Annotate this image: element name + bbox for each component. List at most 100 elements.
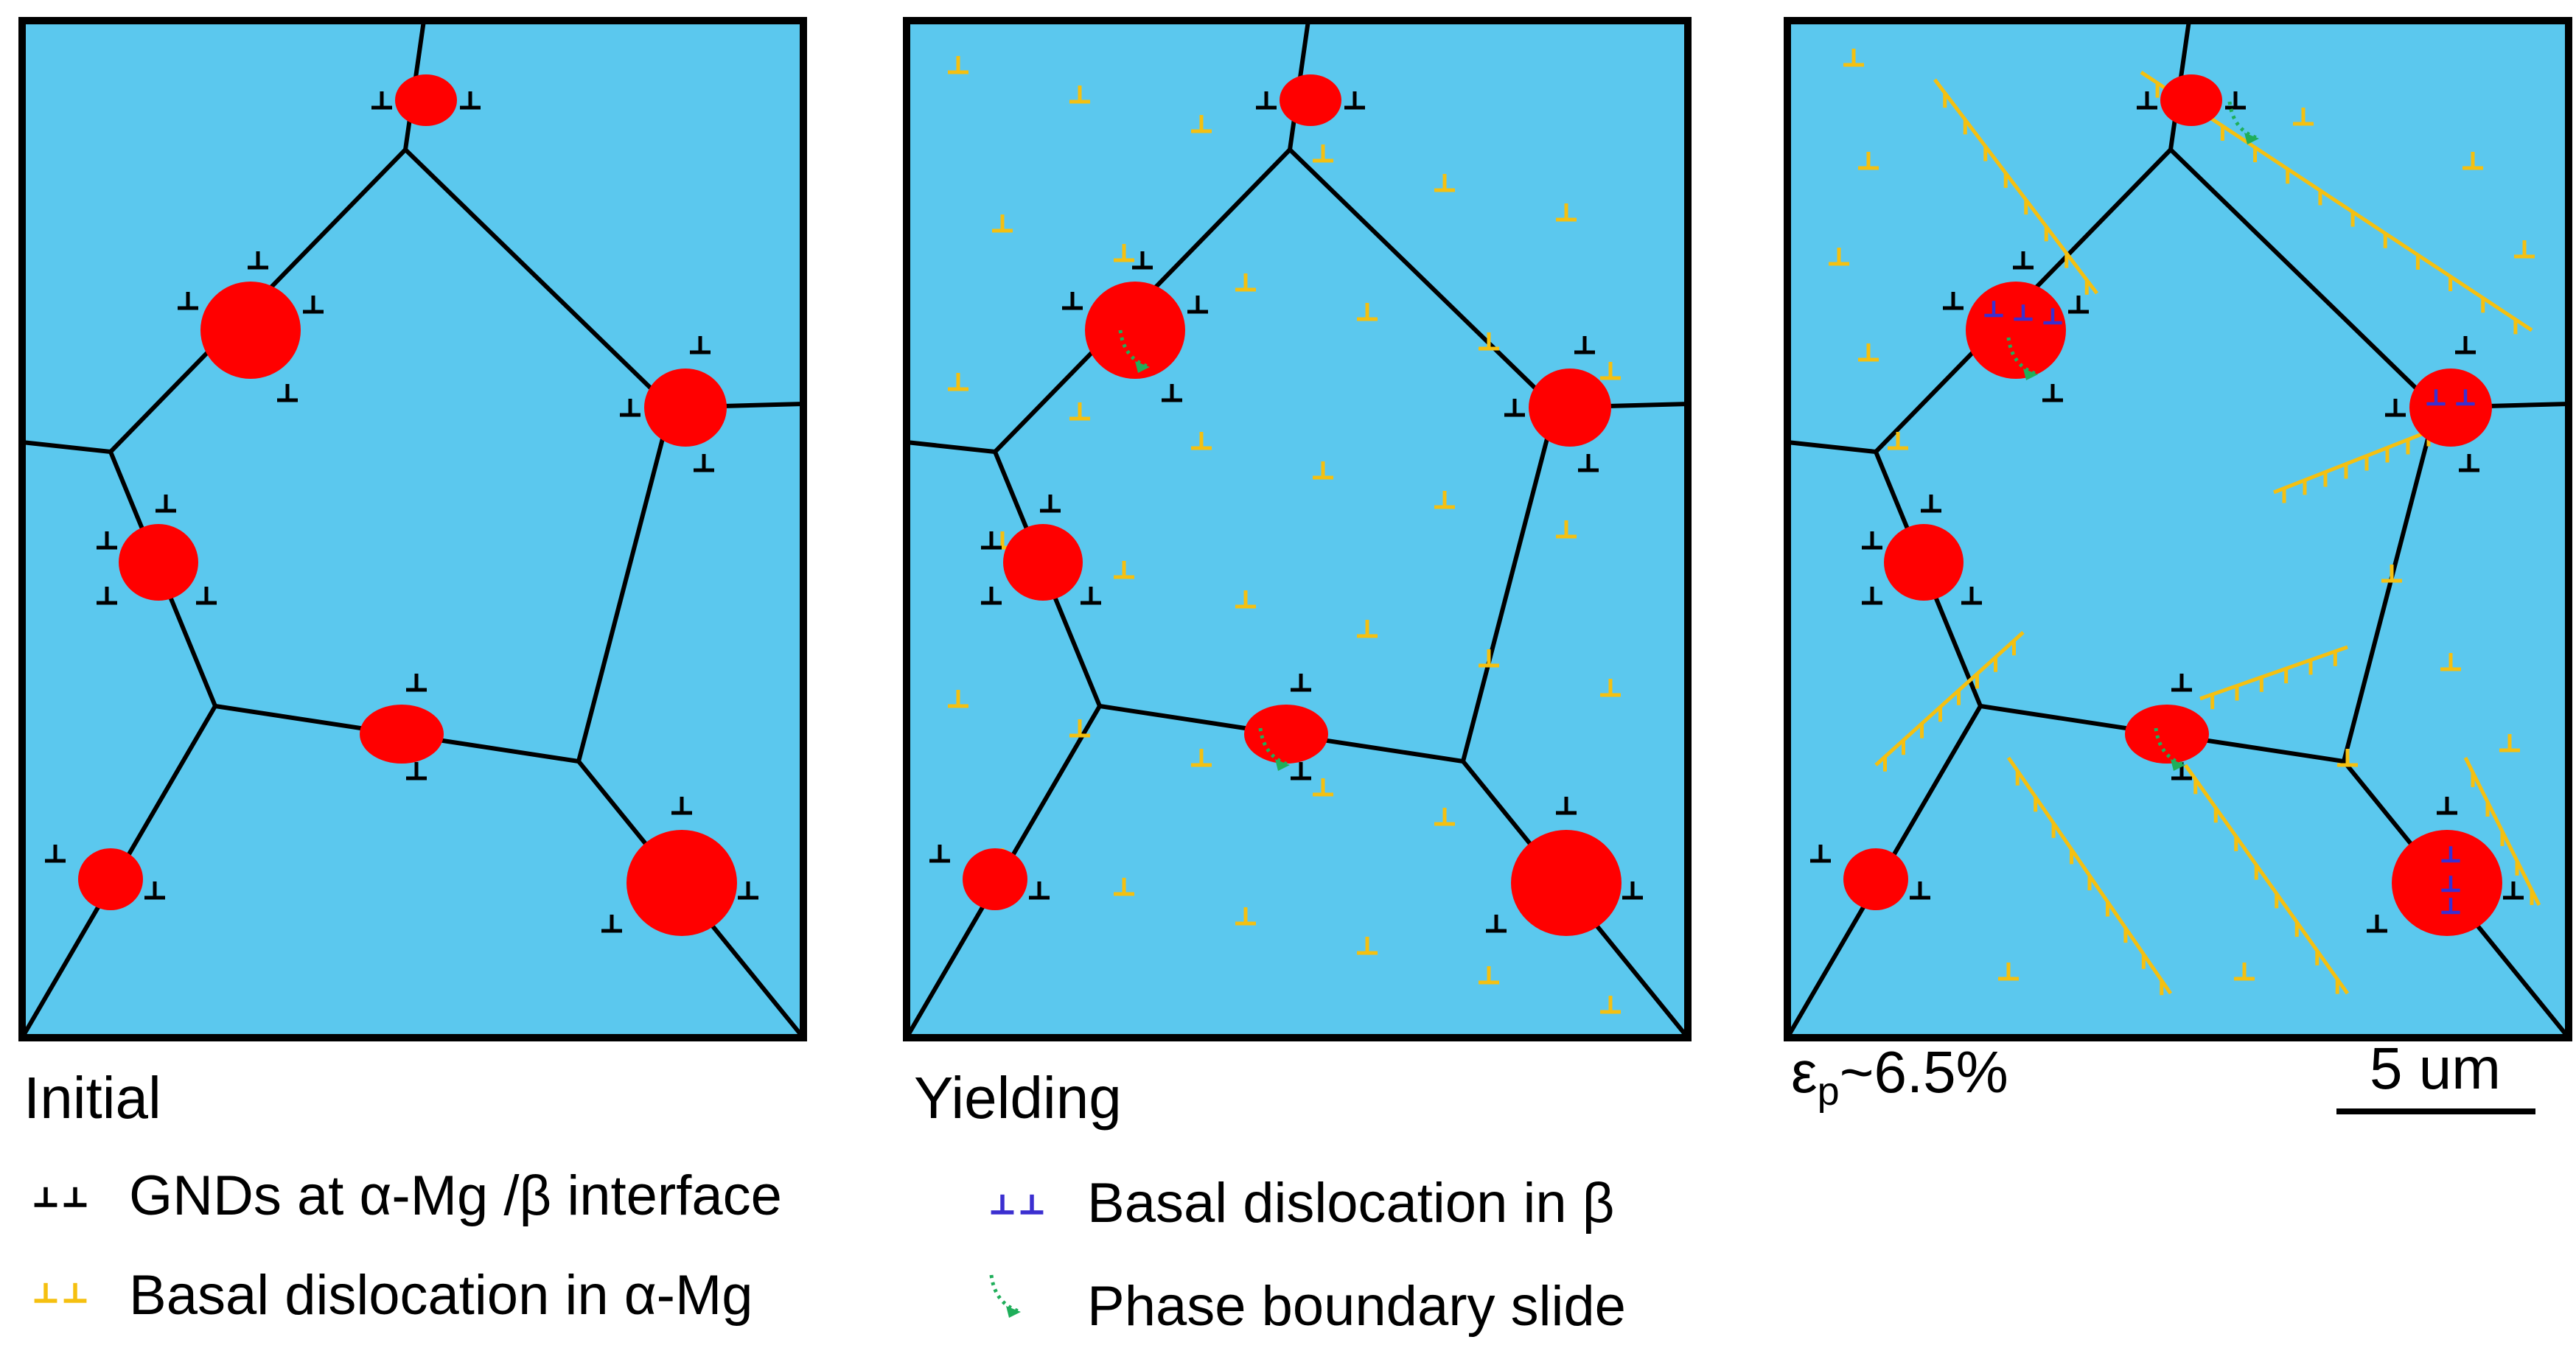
- gnd-dislocation-icon: [991, 1194, 1014, 1215]
- slip-line: [2199, 645, 2348, 701]
- gnd-dislocation-icon: [1344, 91, 1365, 110]
- grain-boundary: [906, 440, 996, 454]
- gnd-dislocation-icon: [196, 587, 217, 605]
- gnd-dislocation-icon: [406, 762, 427, 780]
- basal-dislocation-icon: [1357, 937, 1378, 955]
- gnd-dislocation-icon: [1040, 495, 1061, 513]
- grain-boundary: [576, 407, 673, 762]
- basal-dislocation-icon: [1235, 273, 1256, 292]
- basal-dislocation-icon: [2499, 734, 2520, 752]
- gnd-dislocation-icon: [2441, 898, 2460, 915]
- beta-particle: [395, 74, 457, 126]
- basal-dislocation-icon: [1313, 778, 1333, 797]
- gnd-dislocation-icon: [1256, 91, 1277, 110]
- gnd-dislocation-icon: [738, 881, 758, 900]
- basal-dislocation-icon: [1434, 808, 1455, 826]
- phase-slide-arrow-icon: [1258, 727, 1291, 771]
- phase-slide-arrow-icon: [2227, 101, 2260, 144]
- basal-dislocation-icon: [948, 690, 968, 708]
- phase-slide-arrow-icon: [1118, 329, 1151, 373]
- basal-dislocation-icon: [948, 373, 968, 391]
- phase-slide-arrow-icon: [2006, 337, 2039, 380]
- gnd-dislocation-icon: [1984, 301, 2003, 318]
- basal-dislocation-icon: [1858, 343, 1879, 362]
- panel-strain: [1784, 17, 2572, 1041]
- gnd-dislocation-icon: [303, 296, 324, 314]
- gnd-dislocation-icon: [34, 1282, 57, 1303]
- gnd-dislocation-icon: [694, 454, 714, 472]
- gnd-dislocation-icon: [2426, 389, 2446, 406]
- grain-boundary: [403, 147, 673, 410]
- basal-dislocation-icon: [1191, 749, 1212, 767]
- gnd-dislocation-icon: [1132, 251, 1153, 270]
- basal-dislocation-icon: [1235, 907, 1256, 926]
- basal-dislocation-icon: [948, 56, 968, 74]
- gnd-dislocation-icon: [1504, 399, 1525, 417]
- basal-dislocation-icon: [2440, 653, 2461, 671]
- basal-dislocation-icon: [1600, 679, 1621, 697]
- legend-basal-alpha-label: Basal dislocation in α-Mg: [129, 1264, 753, 1327]
- gnd-dislocation-icon: [1029, 881, 1050, 900]
- gnd-dislocation-icon: [1556, 797, 1577, 815]
- basal-dislocation-icon: [1479, 332, 1499, 351]
- gnd-dislocation-icon: [620, 399, 640, 417]
- gnd-dislocation-icon: [2459, 454, 2479, 472]
- beta-particle: [200, 282, 301, 379]
- beta-particle: [1085, 282, 1185, 379]
- gnd-dislocation-icon: [690, 336, 711, 355]
- gnd-dislocation-icon: [1943, 292, 1964, 310]
- beta-particle: [2392, 830, 2502, 936]
- gnd-dislocation-icon: [2503, 881, 2524, 900]
- gnd-dislocation-icon: [981, 587, 1002, 605]
- gnd-dislocation-icon: [178, 292, 198, 310]
- gnd-dislocation-icon: [1187, 296, 1208, 314]
- gnd-dislocation-icon: [2385, 399, 2406, 417]
- basal-dislocation-icon: [1888, 432, 1908, 450]
- gnd-dislocation-icon: [1291, 762, 1311, 780]
- basal-dislocation-icon: [2514, 240, 2535, 259]
- legend-slide-label: Phase boundary slide: [1087, 1275, 1626, 1338]
- gnd-dislocation-icon: [2367, 915, 2387, 933]
- grain-boundary: [1787, 440, 1877, 454]
- beta-particle: [1280, 74, 1341, 126]
- beta-particle: [78, 848, 143, 910]
- gnd-dislocation-icon: [1910, 881, 1930, 900]
- basal-dislocation-icon: [1313, 461, 1333, 480]
- gnd-dislocation-icon: [2014, 304, 2033, 321]
- slip-line: [1933, 78, 2098, 295]
- basal-dislocation-icon: [1357, 303, 1378, 321]
- gnd-dislocation-icon: [63, 1282, 87, 1303]
- phase-slide-arrow-icon: [989, 1274, 1022, 1318]
- beta-particle: [2125, 705, 2209, 764]
- gnd-dislocation-icon: [1622, 881, 1643, 900]
- slip-line: [1874, 631, 2025, 766]
- gnd-dislocation-icon: [1291, 674, 1311, 692]
- gnd-dislocation-icon: [63, 1187, 87, 1207]
- beta-particle: [2160, 74, 2222, 126]
- grain-boundary: [21, 440, 111, 454]
- gnd-dislocation-icon: [34, 1187, 57, 1207]
- gnd-dislocation-icon: [2441, 876, 2460, 893]
- gnd-dislocation-icon: [2043, 308, 2062, 325]
- beta-particle: [2409, 369, 2492, 447]
- gnd-dislocation-icon: [1486, 915, 1507, 933]
- beta-particle: [1511, 830, 1622, 936]
- basal-dislocation-icon: [1479, 649, 1499, 668]
- beta-particle: [1884, 524, 1964, 601]
- basal-dislocation-icon: [2381, 565, 2402, 583]
- basal-dislocation-icon: [1313, 144, 1333, 163]
- legend-gnd-label: GNDs at α-Mg /β interface: [129, 1164, 782, 1227]
- beta-particle: [1529, 369, 1611, 447]
- panel-frame: [18, 17, 807, 1041]
- gnd-dislocation-icon: [45, 845, 66, 863]
- basal-dislocation-icon: [1114, 561, 1134, 579]
- phase-slide-arrow-icon: [2154, 727, 2186, 771]
- gnd-dislocation-icon: [2225, 91, 2246, 110]
- gnd-dislocation-icon: [2455, 336, 2476, 355]
- beta-particle: [1843, 848, 1908, 910]
- grain-boundary: [1461, 407, 1557, 762]
- beta-particle: [963, 848, 1027, 910]
- panel-frame: [1784, 17, 2572, 1041]
